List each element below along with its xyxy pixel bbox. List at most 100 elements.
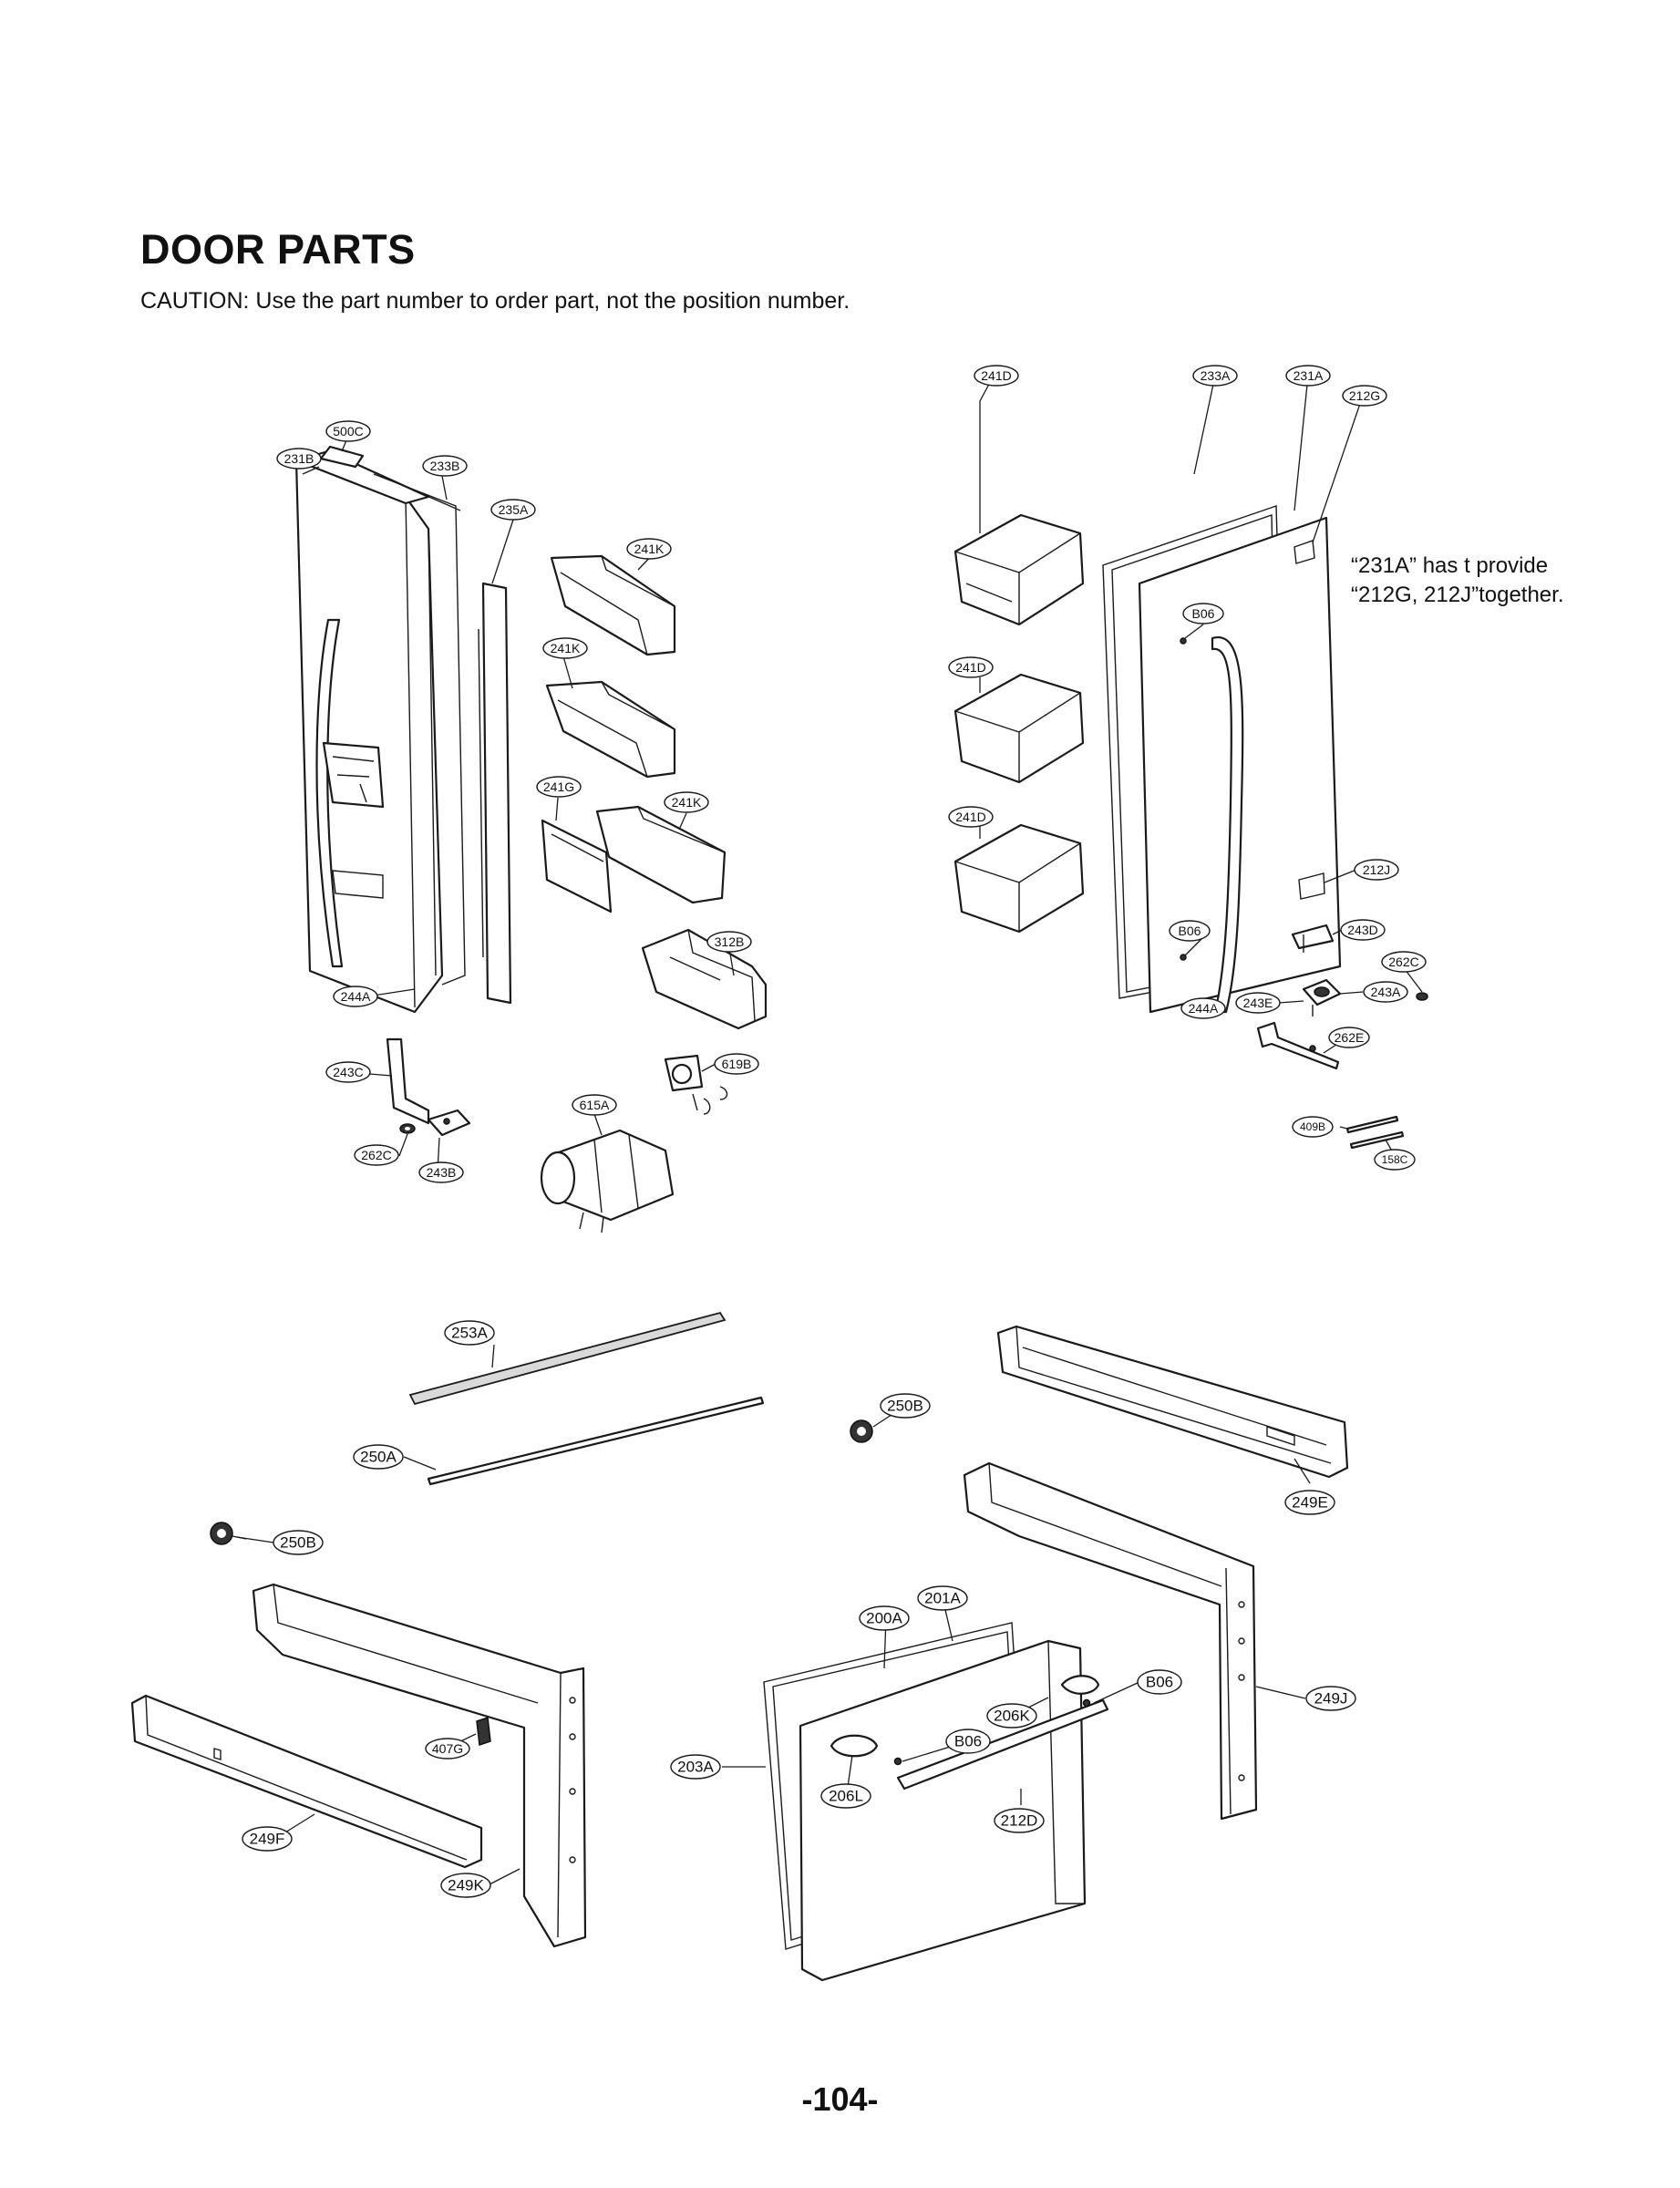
callout-231A: 231A xyxy=(1285,365,1331,387)
callout-249K: 249K xyxy=(440,1873,491,1898)
svg-text:212G: 212G xyxy=(1349,388,1380,403)
callout-262C-right: 262C xyxy=(1381,951,1427,973)
lower-drawer-assembly xyxy=(130,1311,1349,1982)
svg-text:244A: 244A xyxy=(1189,1001,1219,1016)
svg-text:B06: B06 xyxy=(1146,1674,1173,1691)
callout-250B-left: 250B xyxy=(273,1530,324,1555)
right-door-assembly xyxy=(1102,505,1428,1150)
svg-text:250B: 250B xyxy=(280,1534,316,1552)
svg-text:158C: 158C xyxy=(1382,1153,1408,1166)
svg-text:262C: 262C xyxy=(361,1148,391,1162)
page-number: -104- xyxy=(801,2080,879,2118)
svg-text:241K: 241K xyxy=(672,795,702,810)
callout-203A: 203A xyxy=(670,1754,721,1780)
svg-text:241D: 241D xyxy=(955,660,985,675)
svg-text:262E: 262E xyxy=(1335,1030,1365,1045)
svg-text:409B: 409B xyxy=(1300,1120,1325,1133)
svg-text:233A: 233A xyxy=(1201,368,1231,383)
svg-text:“212G, 212J”together.: “212G, 212J”together. xyxy=(1351,583,1563,607)
callout-212G: 212G xyxy=(1342,385,1387,407)
callout-312B: 312B xyxy=(706,931,752,953)
callout-B06-drawer-left: B06 xyxy=(945,1729,991,1754)
callout-241D-bottom: 241D xyxy=(948,806,994,828)
svg-text:B06: B06 xyxy=(1179,924,1201,938)
callout-206L: 206L xyxy=(820,1783,871,1809)
svg-text:244A: 244A xyxy=(341,989,371,1004)
callout-212D: 212D xyxy=(994,1808,1045,1833)
svg-text:200A: 200A xyxy=(866,1610,902,1627)
svg-text:206L: 206L xyxy=(829,1788,863,1805)
svg-text:235A: 235A xyxy=(499,502,529,517)
callout-158C: 158C xyxy=(1374,1149,1416,1171)
svg-text:243B: 243B xyxy=(427,1165,457,1180)
callout-241D-top: 241D xyxy=(974,365,1019,387)
callout-407G: 407G xyxy=(425,1738,470,1760)
callout-233B: 233B xyxy=(422,455,468,477)
callout-244A-right: 244A xyxy=(1180,997,1226,1019)
callout-241G: 241G xyxy=(536,776,582,798)
svg-text:615A: 615A xyxy=(580,1098,610,1112)
svg-text:“231A” has t provide: “231A” has t provide xyxy=(1351,553,1548,578)
callout-249E: 249E xyxy=(1284,1490,1335,1515)
svg-text:241G: 241G xyxy=(543,779,574,794)
svg-text:249K: 249K xyxy=(448,1877,484,1894)
svg-text:243A: 243A xyxy=(1371,985,1401,999)
left-small-parts xyxy=(386,1037,728,1233)
callout-249F: 249F xyxy=(242,1826,293,1852)
svg-text:500C: 500C xyxy=(333,424,363,439)
callout-244A-left: 244A xyxy=(333,986,378,1007)
svg-text:249E: 249E xyxy=(1292,1494,1328,1512)
callout-250B-middle: 250B xyxy=(880,1393,931,1419)
svg-text:241K: 241K xyxy=(551,641,581,655)
svg-text:206K: 206K xyxy=(994,1708,1030,1725)
page-title: DOOR PARTS xyxy=(140,226,416,273)
callout-241K-bottom: 241K xyxy=(664,791,709,813)
svg-text:241D: 241D xyxy=(955,810,985,824)
callout-262C-left: 262C xyxy=(354,1144,399,1166)
svg-text:243D: 243D xyxy=(1347,923,1377,937)
svg-text:249F: 249F xyxy=(250,1831,285,1848)
svg-text:B06: B06 xyxy=(954,1733,982,1750)
svg-text:233B: 233B xyxy=(430,459,460,473)
svg-text:243C: 243C xyxy=(333,1065,363,1079)
callout-231B: 231B xyxy=(276,448,322,470)
callout-249J: 249J xyxy=(1305,1686,1356,1711)
assembly-note: “231A” has t provide “212G, 212J”togethe… xyxy=(1351,553,1563,607)
svg-text:243E: 243E xyxy=(1243,996,1273,1010)
right-door-bins xyxy=(953,513,1085,934)
callout-B06-drawer-right: B06 xyxy=(1137,1669,1182,1695)
callout-201A: 201A xyxy=(917,1585,968,1611)
caution-note: CAUTION: Use the part number to order pa… xyxy=(140,288,850,314)
callout-243B: 243B xyxy=(418,1161,464,1183)
callout-409B: 409B xyxy=(1292,1116,1334,1138)
svg-text:241K: 241K xyxy=(634,542,665,556)
callout-233A: 233A xyxy=(1192,365,1238,387)
left-door-assembly xyxy=(294,445,512,1014)
callout-262E: 262E xyxy=(1328,1027,1370,1048)
svg-text:253A: 253A xyxy=(451,1325,488,1342)
callout-241K-top: 241K xyxy=(626,538,672,560)
callout-243C: 243C xyxy=(325,1061,371,1083)
callout-B06-bottom: B06 xyxy=(1169,920,1211,942)
callout-B06-top: B06 xyxy=(1182,603,1224,624)
svg-text:B06: B06 xyxy=(1192,606,1215,621)
callout-253A: 253A xyxy=(444,1320,495,1346)
svg-text:312B: 312B xyxy=(715,934,745,949)
callout-235A: 235A xyxy=(490,499,536,521)
callout-500C: 500C xyxy=(325,420,371,442)
svg-text:241D: 241D xyxy=(981,368,1011,383)
callout-250A: 250A xyxy=(353,1444,404,1470)
left-door-bins xyxy=(541,554,768,1030)
callout-243D: 243D xyxy=(1340,919,1386,941)
svg-text:250A: 250A xyxy=(360,1449,397,1466)
svg-text:203A: 203A xyxy=(677,1759,714,1776)
callout-206K: 206K xyxy=(986,1703,1037,1729)
callout-241D-middle: 241D xyxy=(948,656,994,678)
svg-text:231A: 231A xyxy=(1293,368,1324,383)
callout-243A: 243A xyxy=(1363,981,1408,1003)
svg-text:201A: 201A xyxy=(924,1590,961,1607)
callout-615A: 615A xyxy=(572,1094,617,1116)
svg-text:619B: 619B xyxy=(722,1057,752,1071)
